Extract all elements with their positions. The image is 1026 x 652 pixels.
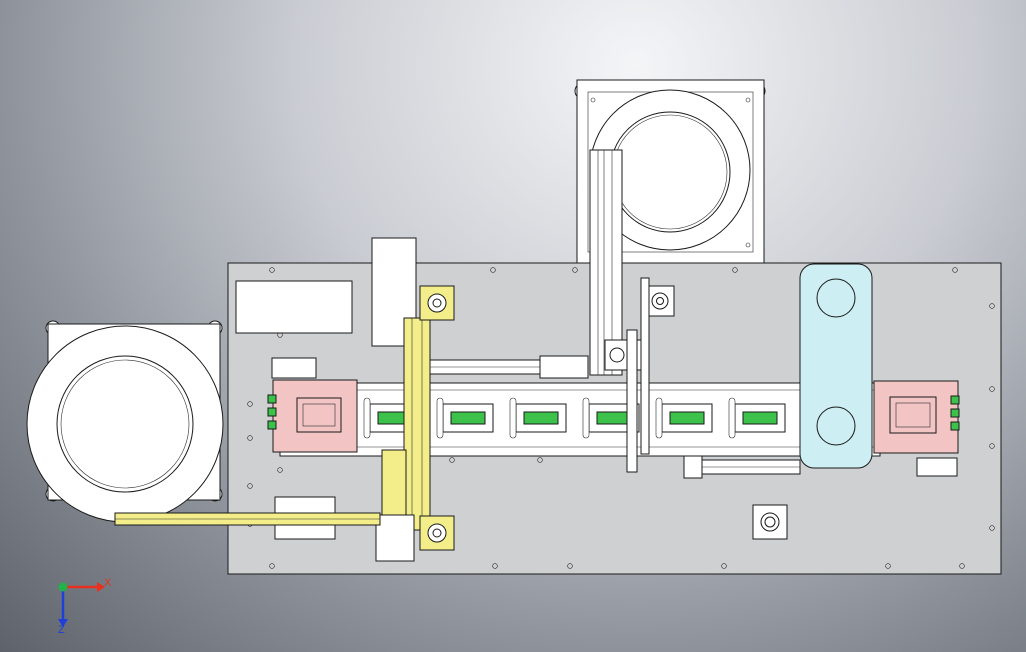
z-axis-label: Z — [58, 624, 65, 636]
mounting-hole — [959, 563, 965, 569]
mounting-hole — [269, 563, 275, 569]
mounting-hole — [247, 483, 253, 489]
mounting-hole — [721, 563, 727, 569]
mounting-hole — [885, 563, 891, 569]
bracket-boss — [645, 285, 675, 317]
mounting-hole — [247, 435, 253, 441]
mounting-hole — [952, 267, 958, 273]
motor-mount — [752, 504, 788, 540]
mounting-hole — [567, 563, 573, 569]
conveyor-slot — [436, 397, 494, 439]
mounting-hole — [449, 457, 455, 463]
mounting-hole — [989, 525, 995, 531]
feeder-rail — [589, 149, 646, 376]
axis-triad: X Z — [58, 577, 112, 636]
mounting-hole — [989, 386, 995, 392]
left-vibratory-bowl[interactable] — [26, 320, 224, 523]
mounting-hole — [247, 401, 253, 407]
mounting-hole — [732, 267, 738, 273]
mounting-hole — [269, 267, 275, 273]
pneumatic-cylinders — [429, 355, 801, 479]
guide-rod — [626, 329, 638, 473]
conveyor-track[interactable] — [279, 382, 881, 457]
mounting-hole — [277, 467, 283, 473]
triad-origin-icon — [58, 582, 68, 592]
x-axis-label: X — [104, 577, 112, 589]
mounting-hole — [572, 267, 578, 273]
rotary-arm[interactable] — [799, 263, 873, 469]
conveyor-slot — [509, 397, 567, 439]
conveyor-slot — [655, 397, 713, 439]
mounting-hole — [490, 267, 496, 273]
blank-label-plate — [235, 280, 353, 334]
linear-feeder — [114, 496, 381, 540]
guide-rod-2 — [640, 277, 650, 455]
right-fixture — [873, 380, 960, 477]
mounting-hole — [989, 303, 995, 309]
mounting-hole — [537, 457, 543, 463]
yellow-slide — [375, 285, 455, 562]
mounting-hole — [989, 443, 995, 449]
conveyor-slot — [728, 397, 786, 439]
mounting-hole — [492, 563, 498, 569]
left-fixture — [267, 357, 358, 453]
